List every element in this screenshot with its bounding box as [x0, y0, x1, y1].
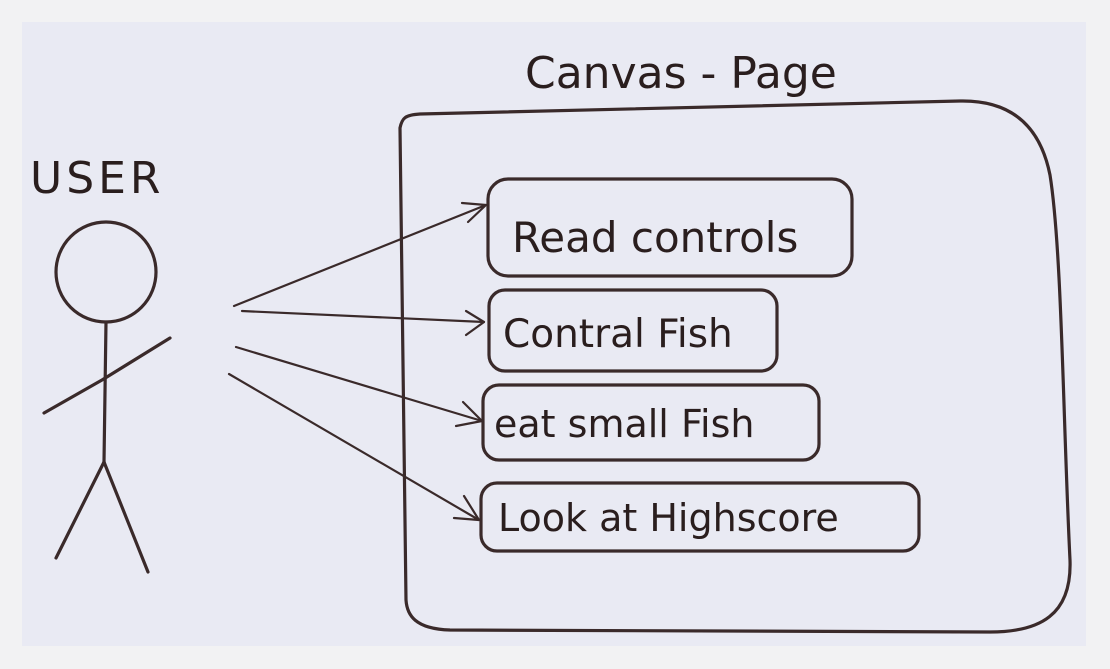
association-arrow-2: [240, 309, 486, 337]
use-case-control-fish: Contral Fish: [487, 288, 779, 373]
actor-left-leg: [54, 460, 106, 560]
association-arrow-3: [234, 345, 484, 428]
use-case-eat-small-fish: eat small Fish: [481, 383, 821, 462]
association-arrow-1: [232, 201, 488, 308]
actor-label: USER: [30, 153, 165, 204]
actor-right-leg: [102, 460, 150, 574]
actor-body: [102, 320, 108, 464]
system-boundary: [398, 99, 1072, 634]
use-case-label: Look at Highscore: [498, 496, 839, 540]
use-case-label: Contral Fish: [503, 312, 733, 357]
association-arrow-4: [227, 372, 481, 522]
stick-figure-icon: [42, 220, 172, 574]
system-title: Canvas - Page: [525, 48, 837, 99]
use-case-label: eat small Fish: [494, 402, 754, 446]
actor-arms: [42, 336, 172, 415]
paper-background: [22, 22, 1086, 646]
use-case-read-controls: Read controls: [486, 177, 854, 278]
use-case-label: Read controls: [512, 213, 798, 262]
use-case-look-at-highscore: Look at Highscore: [479, 481, 921, 553]
actor-head: [54, 220, 158, 324]
